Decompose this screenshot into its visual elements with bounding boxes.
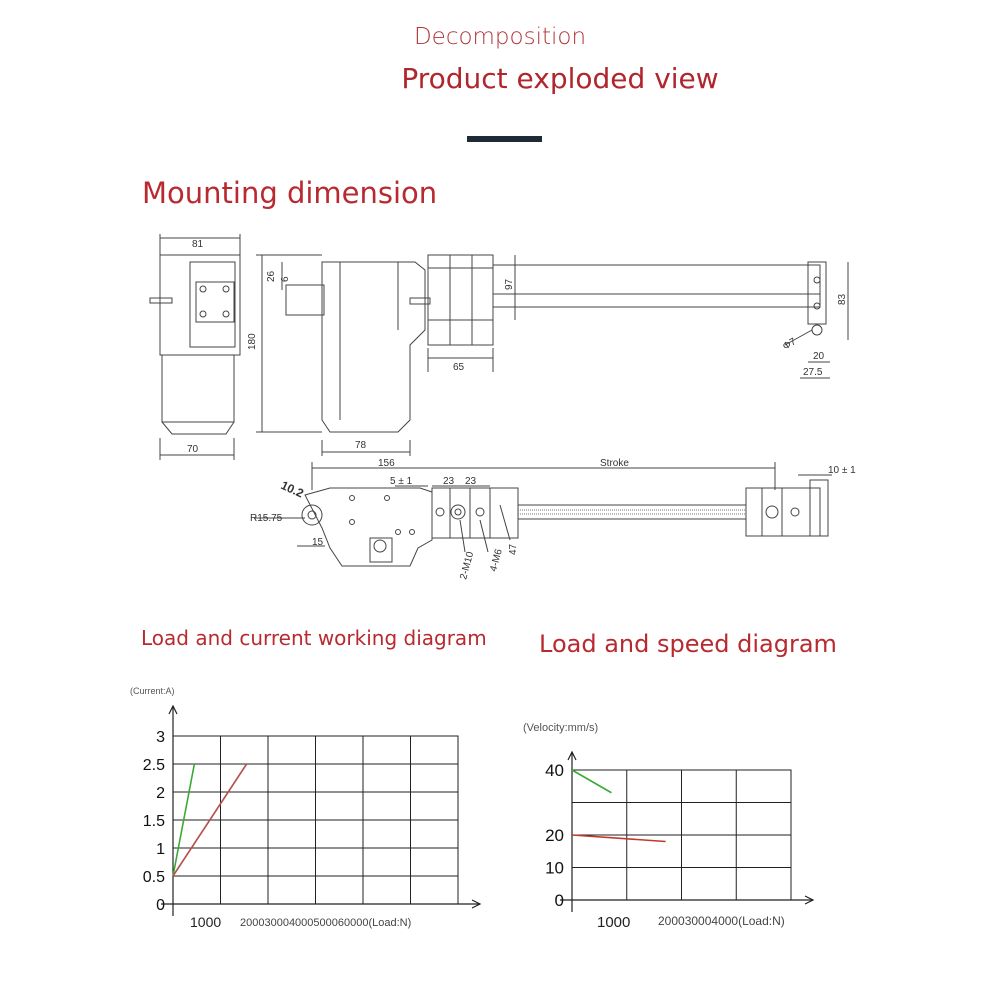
dim-20: 20 xyxy=(813,351,825,362)
dim-6: 6 xyxy=(280,276,291,282)
y-tick-label: 3 xyxy=(156,729,165,746)
side-view xyxy=(149,234,241,460)
dim-10pm1: 10 ± 1 xyxy=(828,465,856,476)
dim-stroke: Stroke xyxy=(600,458,629,469)
y-tick-label: 0 xyxy=(156,897,165,914)
series-line xyxy=(172,763,248,877)
y-tick-label: 1.5 xyxy=(143,813,165,830)
dim-r15-75: R15.75 xyxy=(250,513,283,524)
dim-23b: 23 xyxy=(465,476,477,487)
dim-180: 180 xyxy=(247,333,258,350)
dim-65: 65 xyxy=(453,362,465,373)
dim-26: 26 xyxy=(266,270,277,282)
dim-15: 15 xyxy=(312,537,324,548)
x-axis-arrow xyxy=(804,895,815,905)
front-view xyxy=(256,254,849,456)
x-tick-1000: 1000 xyxy=(190,914,221,930)
y-tick-label: 1 xyxy=(156,841,165,858)
series-line xyxy=(172,763,196,877)
y-axis-arrow xyxy=(168,704,178,715)
dim-27-5: 27.5 xyxy=(803,367,823,378)
subtitle-decomposition: Decomposition xyxy=(413,24,587,50)
page-title: Product exploded view xyxy=(401,62,719,95)
load-speed-title: Load and speed diagram xyxy=(539,630,837,658)
dim-2-m10: 2-M10 xyxy=(458,550,476,581)
x-axis-arrow xyxy=(471,899,482,909)
y-tick-label: 10 xyxy=(545,859,564,878)
top-view xyxy=(255,462,832,567)
x-tick-1000: 1000 xyxy=(597,914,630,931)
mounting-dimension-drawing: 81 70 180 26 6 97 65 78 83 Φ7 20 27.5 15… xyxy=(149,234,856,581)
y-tick-label: 20 xyxy=(545,826,564,845)
x-tick-rest: 200030004000500060000(Load:N) xyxy=(240,917,411,929)
dim-81: 81 xyxy=(192,239,204,250)
dim-97: 97 xyxy=(504,278,515,290)
y-axis-arrow xyxy=(567,750,577,761)
series-line xyxy=(571,769,612,794)
dim-23a: 23 xyxy=(443,476,455,487)
y-tick-label: 0 xyxy=(555,891,564,910)
dim-83: 83 xyxy=(837,293,848,305)
dim-156: 156 xyxy=(378,458,395,469)
dim-70: 70 xyxy=(187,444,199,455)
y-tick-label: 2 xyxy=(156,785,165,802)
y-tick-label: 40 xyxy=(545,761,564,780)
x-tick-rest: 200030004000(Load:N) xyxy=(658,914,785,928)
load-current-title: Load and current working diagram xyxy=(141,626,487,650)
mounting-dimension-title: Mounting dimension xyxy=(142,176,438,210)
dim-78: 78 xyxy=(355,440,367,451)
dim-10-2: 10.2 xyxy=(279,478,306,501)
title-divider xyxy=(467,136,542,142)
y-tick-label: 0.5 xyxy=(143,869,165,886)
y-tick-label: 2.5 xyxy=(143,757,165,774)
dim-5pm1: 5 ± 1 xyxy=(390,476,413,487)
load-speed-chart: (Velocity:mm/s) 1000 200030004000(Load:N… xyxy=(523,722,815,931)
series-line xyxy=(571,834,666,843)
current-unit-label: (Current:A) xyxy=(130,686,175,696)
dim-47: 47 xyxy=(508,543,519,555)
velocity-unit-label: (Velocity:mm/s) xyxy=(523,722,598,734)
load-current-chart: (Current:A) 1000 200030004000500060000(L… xyxy=(130,686,482,930)
dim-4-m6: 4-M6 xyxy=(488,547,505,572)
